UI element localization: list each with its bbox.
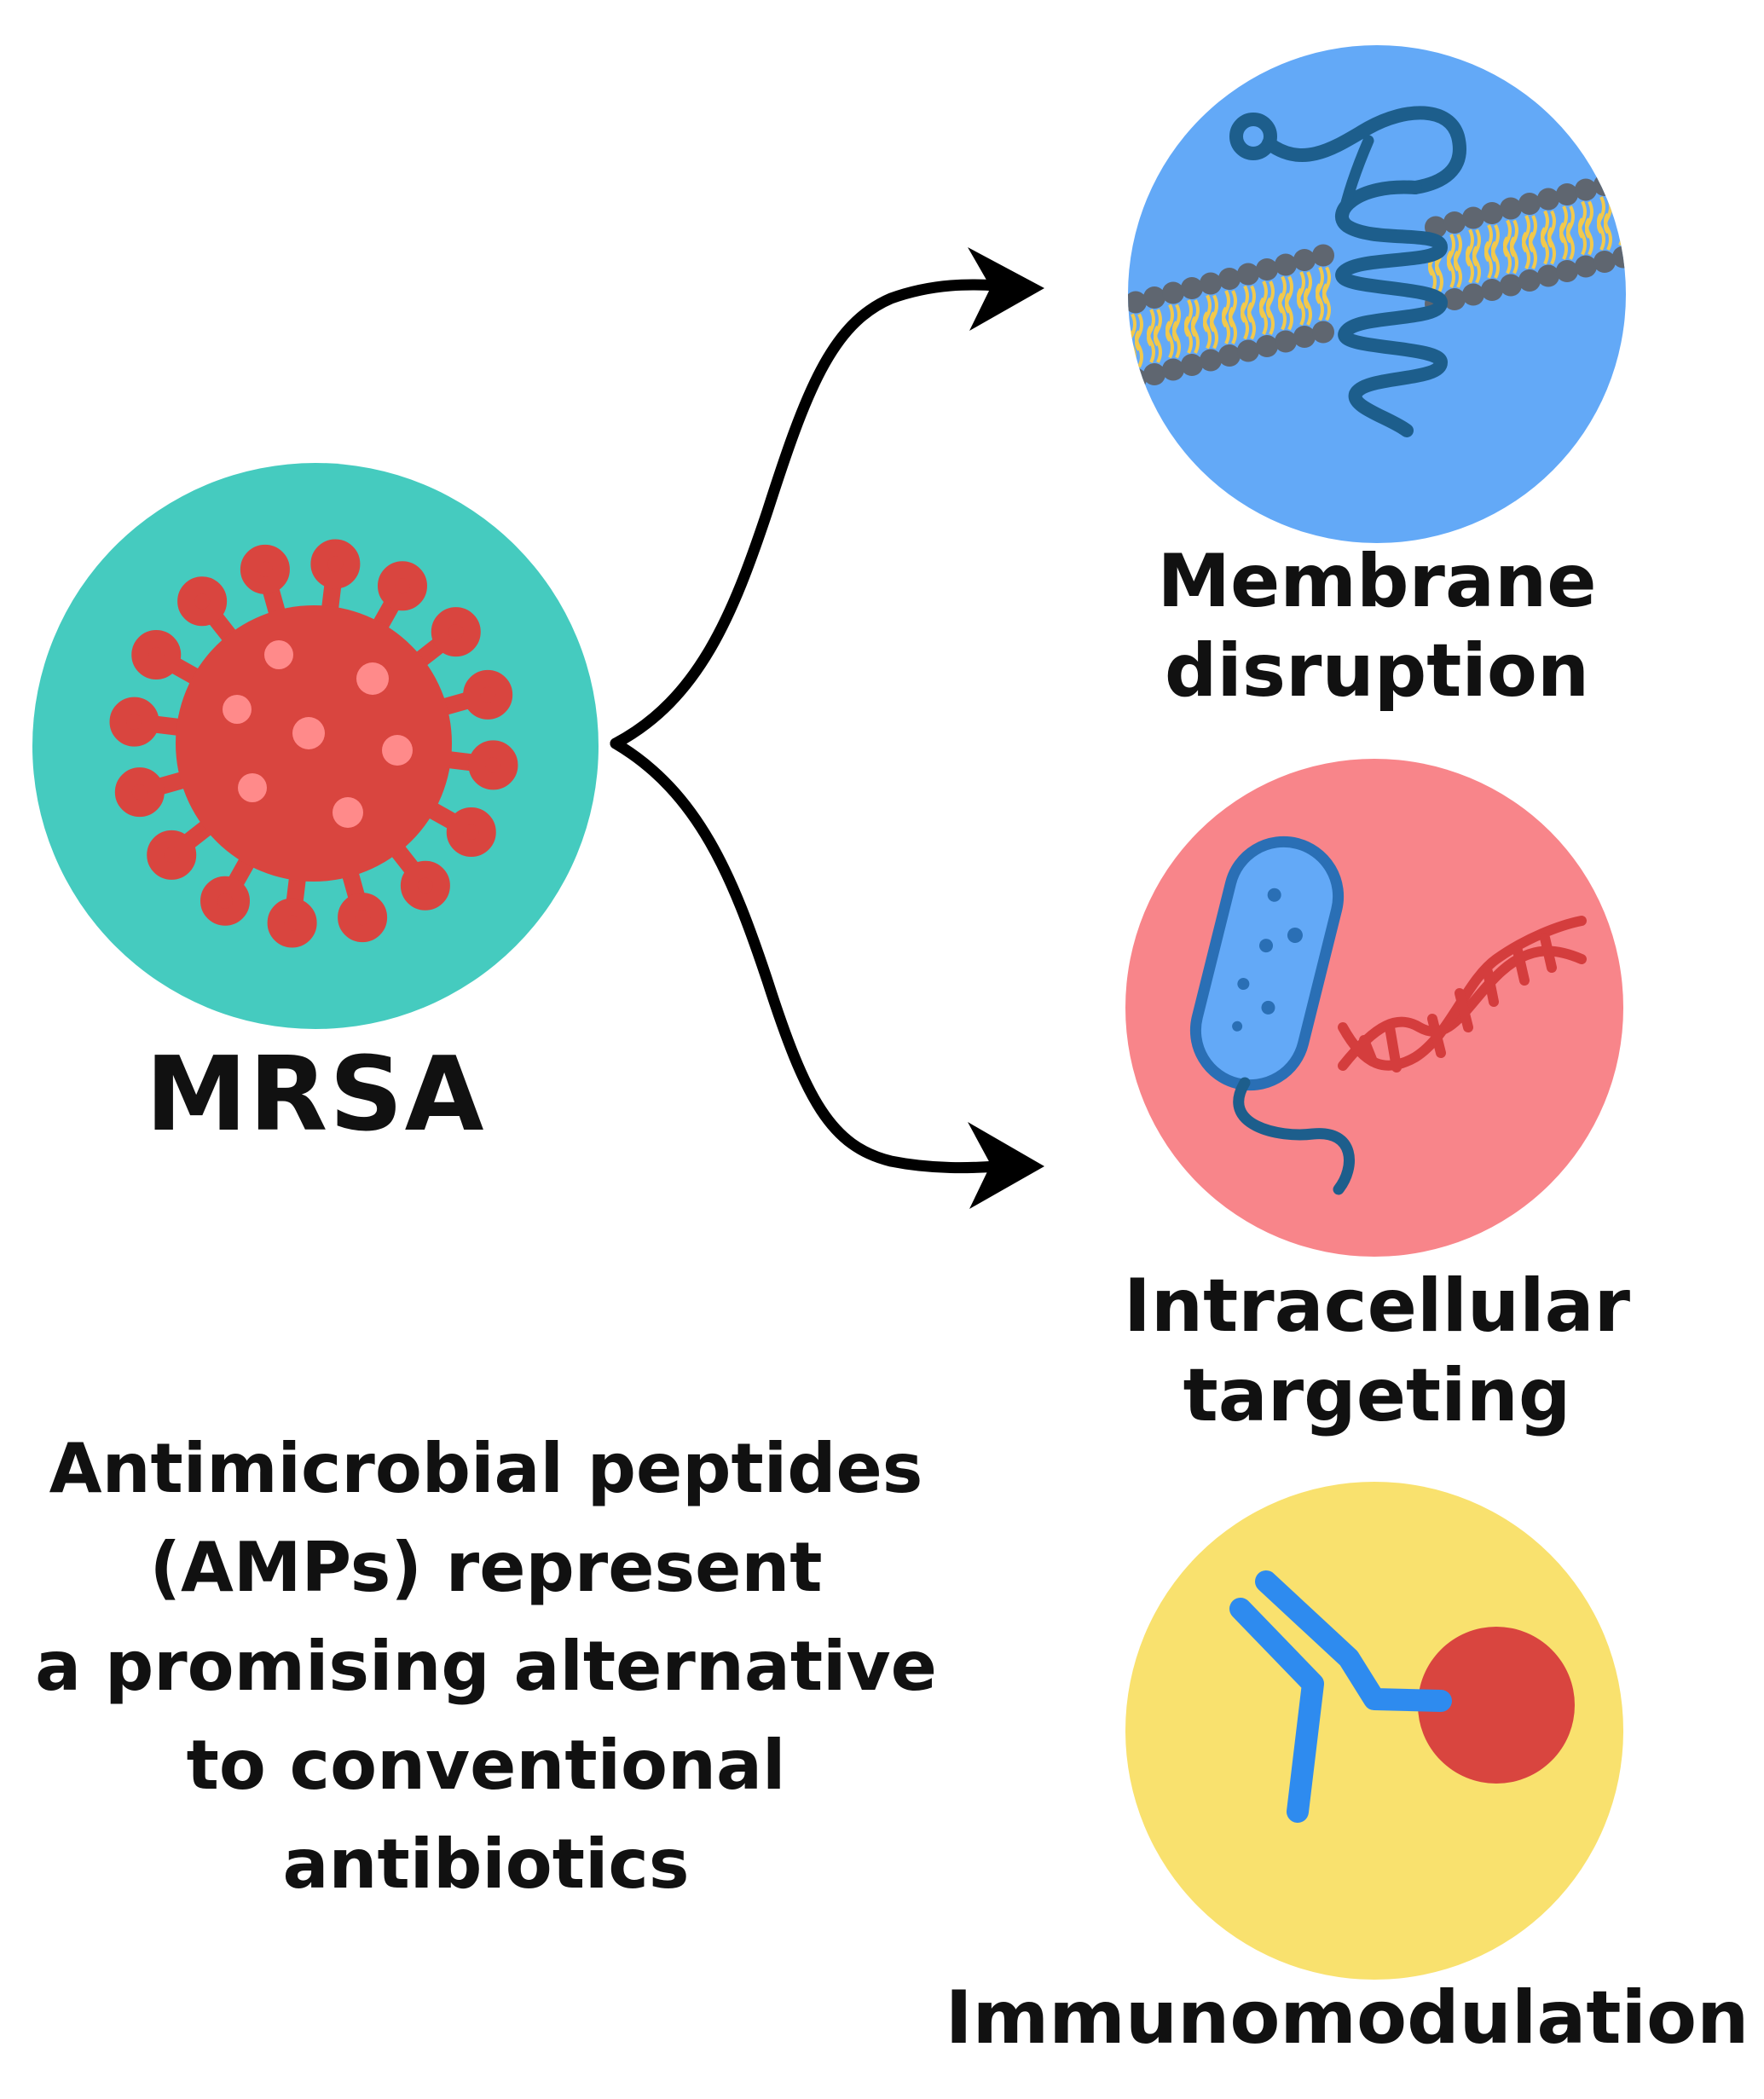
antibody-icon [1229,1570,1575,1823]
virus-spike-tip [310,539,361,589]
arrow-to-membrane [610,279,1003,749]
mrsa-node [32,463,599,1029]
membrane-circle [1128,45,1626,543]
virus-spike-tip [240,544,290,594]
virus-spike-tip [468,740,518,790]
summary-text: Antimicrobial peptides (AMPs) represent … [17,1420,955,1914]
virus-spike-tip [147,830,197,880]
summary-line-1: Antimicrobial peptides [49,1429,923,1508]
virus-spike-tip [377,561,427,611]
mrsa-label: MRSA [145,1036,486,1154]
membrane-label-line-2: disruption [1164,627,1590,714]
virus-spike-tip [177,576,228,627]
bacterium-dna-icon [1189,836,1587,1195]
arrowhead-intracellular [968,1122,1044,1209]
immunomodulation-node [1125,1482,1623,1980]
virus-spike-tip [131,630,182,680]
membrane-disruption-node [1128,45,1626,543]
intracellular-targeting-node [1125,759,1623,1257]
virus-spike-tip [338,893,388,943]
immunomodulation-label-line-1: Immunomodulation [945,1975,1750,2061]
branch-arrows [610,247,1044,1209]
immunomodulation-label: Immunomodulation [938,1978,1756,2059]
summary-line-2: (AMPs) represent [149,1528,823,1607]
virus-spike-tip [400,860,450,911]
membrane-disruption-label: Membrane disruption [1079,537,1675,716]
summary-line-5: antibiotics [282,1824,690,1904]
arrow-to-intracellular [610,737,1003,1174]
arrowhead-membrane [968,247,1044,331]
virus-spike-tip [463,669,513,720]
virus-icon [109,539,518,948]
intracellular-label-line-1: Intracellular [1123,1263,1631,1349]
virus-spike-tip [431,607,481,657]
membrane-label-line-1: Membrane [1157,539,1597,624]
virus-spike-tip [446,807,496,857]
virus-spike-tip [109,697,159,747]
virus-spike-tip [114,767,165,818]
summary-line-4: to conventional [186,1726,786,1805]
virus-spike-tip [200,876,251,926]
summary-line-3: a promising alternative [35,1627,937,1706]
intracellular-targeting-label: Intracellular targeting [1079,1262,1675,1441]
virus-spike-tip [267,898,317,948]
intracellular-label-line-2: targeting [1183,1352,1571,1438]
membrane-peptide-icon [1128,106,1626,437]
